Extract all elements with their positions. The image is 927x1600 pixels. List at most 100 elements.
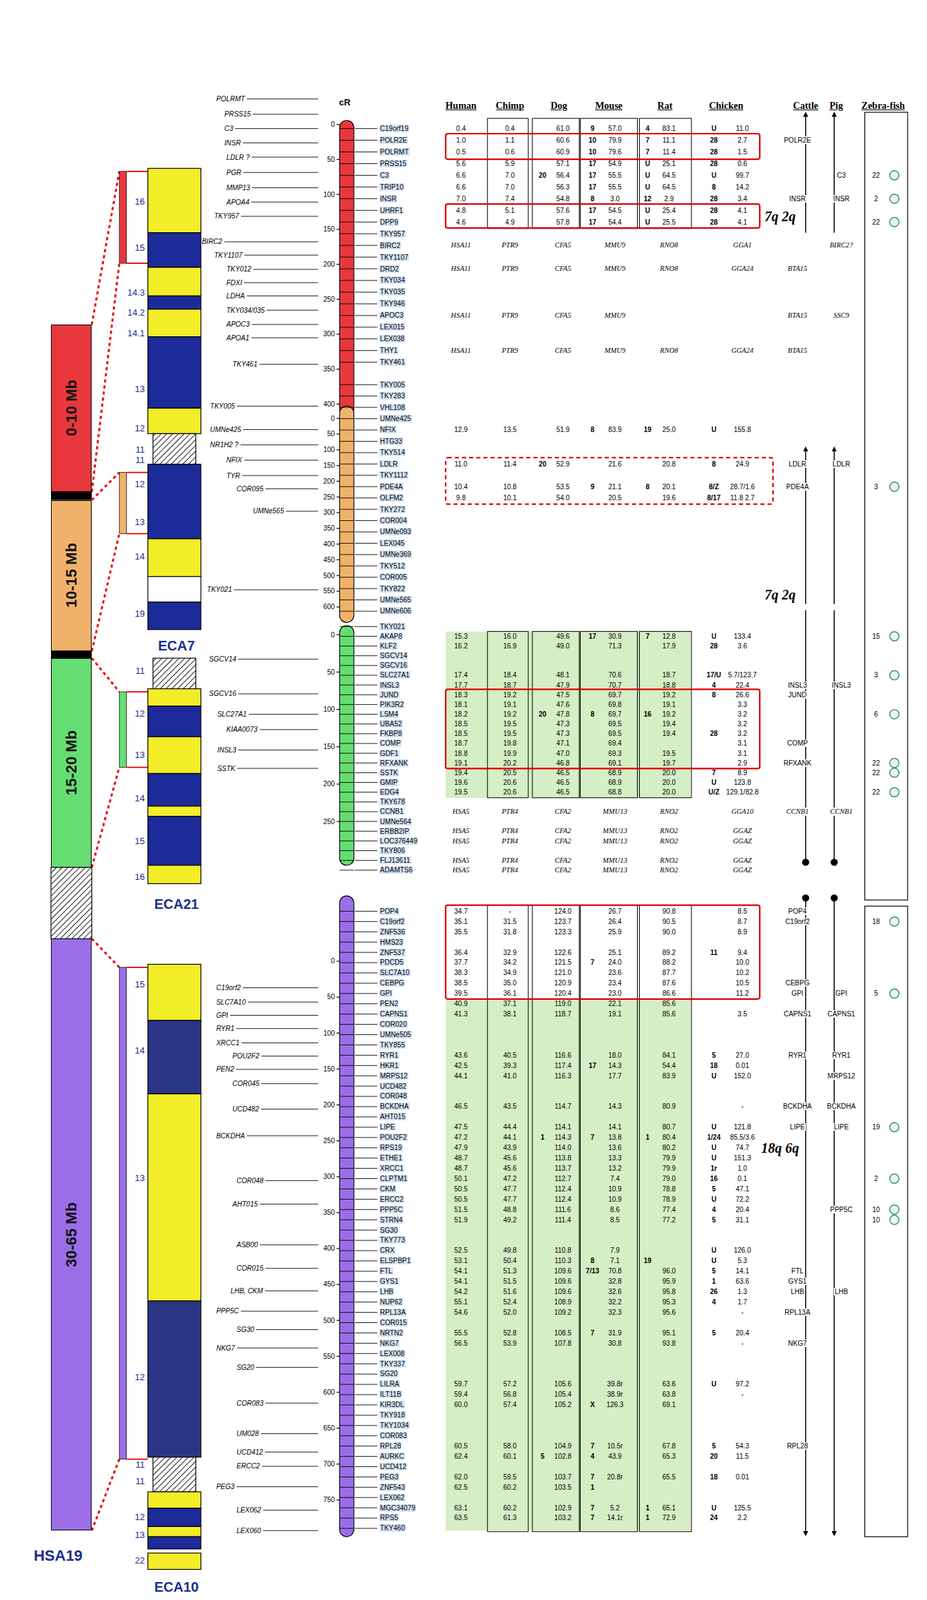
table-cell: 57.4 bbox=[503, 1400, 517, 1408]
tick-mark bbox=[336, 333, 340, 335]
map-leader bbox=[354, 1517, 378, 1518]
table-cell: GGA10 bbox=[731, 807, 754, 816]
table-cell: 31.8 bbox=[503, 927, 517, 936]
table-cell: 102.9 bbox=[554, 1503, 572, 1512]
map-leader bbox=[354, 971, 378, 973]
marker-name: LEX015 bbox=[379, 323, 406, 331]
marker-name: TKY283 bbox=[379, 391, 406, 400]
table-cell: U bbox=[645, 218, 651, 226]
leader-line bbox=[256, 1366, 319, 1368]
table-cell: 16.0 bbox=[503, 632, 517, 640]
table-cell: 19.7 bbox=[662, 758, 676, 767]
table-cell: HSA11 bbox=[451, 311, 472, 320]
leader-line bbox=[241, 1042, 319, 1043]
table-cell: 21.6 bbox=[608, 460, 622, 468]
marker-label: APOA4 bbox=[226, 198, 250, 206]
table-cell: 47.2 bbox=[503, 1174, 517, 1182]
leader-line bbox=[251, 201, 319, 203]
table-cell: 38.1 bbox=[503, 1009, 517, 1018]
table-cell: 18.8 bbox=[662, 681, 676, 689]
marker-label: FDXI bbox=[226, 278, 243, 287]
column-header: Human bbox=[444, 100, 478, 111]
table-cell: 47.1 bbox=[556, 738, 570, 747]
band-label: 13 bbox=[134, 750, 145, 760]
table-cell: GGA24 bbox=[731, 346, 754, 355]
marker-label: GPI bbox=[216, 1011, 228, 1019]
table-cell: 7 bbox=[590, 1441, 596, 1450]
marker-name: KLF2 bbox=[379, 641, 398, 650]
marker-label: NFIX bbox=[226, 455, 243, 464]
map-tick bbox=[339, 198, 354, 200]
scale-tick: 50 bbox=[326, 429, 336, 438]
marker-name: LILRA bbox=[379, 1379, 401, 1388]
marker-label: TKY1107 bbox=[214, 251, 243, 259]
table-cell: 2.9 bbox=[737, 758, 748, 767]
table-cell: 17.7 bbox=[454, 681, 468, 689]
ortholog-label: LDLR bbox=[831, 460, 852, 468]
table-cell: 23.6 bbox=[608, 968, 622, 976]
table-cell: PTR4 bbox=[501, 826, 518, 835]
map-tick bbox=[339, 599, 354, 600]
table-cell: 80.4 bbox=[662, 1132, 676, 1141]
table-cell: 54.9 bbox=[608, 159, 622, 168]
marker-name: CEBPG bbox=[379, 978, 405, 987]
table-cell: 25.1 bbox=[608, 948, 622, 956]
ortholog-label: C3 bbox=[836, 171, 847, 180]
scale-tick: 100 bbox=[322, 1028, 336, 1037]
marker-name: SLC27A1 bbox=[379, 670, 411, 679]
table-cell: 28 bbox=[710, 729, 718, 737]
marker-name: TKY1107 bbox=[379, 253, 410, 262]
ortholog-label: GPI bbox=[790, 988, 804, 997]
scale-tick: 150 bbox=[322, 742, 336, 751]
table-cell: 50.1 bbox=[454, 1174, 468, 1182]
table-cell: 122.6 bbox=[554, 948, 572, 956]
map-tick bbox=[339, 1250, 354, 1251]
table-cell: 11.8 2.7 bbox=[730, 493, 755, 502]
table-cell: RNO8 bbox=[659, 346, 678, 355]
table-cell: 126.3 bbox=[606, 1400, 624, 1408]
table-cell: MMU13 bbox=[602, 807, 628, 816]
table-cell: 3.2 bbox=[737, 710, 748, 718]
table-cell: 121.0 bbox=[554, 968, 572, 976]
leader-line bbox=[236, 405, 319, 407]
marker-name: TKY021 bbox=[379, 622, 406, 631]
zebrafish-marker bbox=[889, 482, 899, 492]
table-cell: 68.9 bbox=[608, 768, 622, 777]
marker-name: CAPNS1 bbox=[379, 1009, 409, 1018]
table-cell: 69.7 bbox=[608, 690, 622, 699]
marker-name: TKY005 bbox=[379, 380, 406, 389]
table-cell: 11.0 bbox=[736, 124, 750, 133]
table-cell: 7.4 bbox=[504, 194, 515, 203]
tick-mark bbox=[336, 1319, 340, 1321]
marker-name: PDE4A bbox=[379, 482, 404, 491]
zebrafish-chromosome: 2 bbox=[873, 194, 879, 203]
band-label: 15 bbox=[134, 979, 145, 989]
table-cell: 7 bbox=[645, 632, 650, 640]
table-cell: 109.2 bbox=[554, 1307, 572, 1316]
map-leader bbox=[354, 429, 378, 431]
leader-line bbox=[265, 1179, 319, 1181]
leader-line bbox=[242, 986, 319, 988]
map-tick bbox=[339, 723, 354, 724]
map-tick bbox=[339, 951, 354, 953]
map-tick bbox=[339, 1023, 354, 1025]
table-cell: 78.8 bbox=[662, 1184, 676, 1193]
table-cell: 54.1 bbox=[454, 1276, 468, 1285]
marker-name: PDCD5 bbox=[379, 957, 405, 966]
table-cell: 19.5 bbox=[454, 787, 468, 796]
table-cell: 3.6 bbox=[737, 641, 748, 650]
table-cell: 8.5 bbox=[610, 1215, 620, 1224]
map-leader bbox=[354, 1331, 378, 1333]
table-cell: 65.1 bbox=[662, 1503, 676, 1512]
segment-label: 30-65 Mb bbox=[62, 1201, 81, 1267]
map-tick bbox=[339, 1115, 354, 1117]
table-cell: 60.0 bbox=[454, 1400, 468, 1408]
scale-tick: 0 bbox=[330, 956, 337, 965]
scale-tick: 100 bbox=[322, 445, 336, 454]
map-tick bbox=[339, 163, 354, 164]
tick-mark bbox=[336, 1175, 340, 1177]
table-cell: PTR4 bbox=[501, 856, 518, 865]
marker-name: BIRC2 bbox=[379, 241, 401, 250]
table-cell: U bbox=[711, 632, 717, 640]
table-cell: CFA2 bbox=[555, 807, 572, 816]
